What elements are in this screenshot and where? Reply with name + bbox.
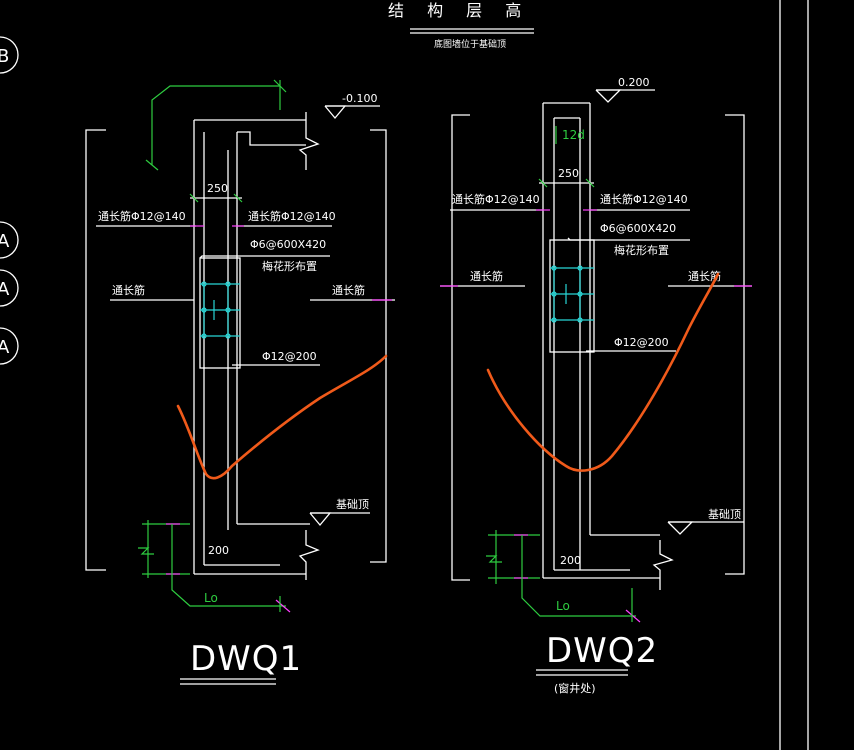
header-title: 结 构 层 高 [388, 1, 530, 20]
dwq1-through-right: 通长筋 [332, 283, 365, 297]
dwq2-foundation-top: 基础顶 [708, 508, 741, 521]
axis-bubble-a-1: A [0, 231, 10, 252]
dwq2-bar-left: 通长筋Φ12@140 [452, 192, 540, 206]
axis-bubbles: B A A A [0, 36, 19, 365]
dwq1-section: -0.100 基础顶 250 通长筋Φ12@140 通长筋Φ12@140 Φ6@… [85, 79, 395, 685]
dwq2-bar-right: 通长筋Φ12@140 [600, 192, 688, 206]
dwq1-through-left: 通长筋 [112, 283, 145, 297]
dwq2-tie: Φ6@600X420 [600, 222, 676, 235]
dwq2-width-top: 250 [558, 167, 579, 180]
sheet-border [779, 0, 809, 750]
dwq2-anchor-dim: Lo [486, 530, 641, 623]
dwq1-tie-layout: 梅花形布置 [262, 259, 317, 273]
dwq2-section: 0.200 12d 250 通长筋Φ12@140 通长筋Φ12@140 Φ6@6… [440, 76, 752, 695]
dwq1-tie-grid [200, 281, 240, 339]
axis-bubble-a-2: A [0, 279, 10, 300]
drawing-header: 结 构 层 高 底图墙位于基础顶 [388, 1, 534, 50]
dwq1-width-bottom: 200 [208, 544, 229, 557]
dwq1-crack-curve [176, 354, 388, 480]
dwq1-vertical-bar: Φ12@200 [262, 350, 317, 363]
axis-bubble-b: B [0, 46, 9, 67]
header-subtitle: 底图墙位于基础顶 [434, 38, 506, 50]
dwq2-anchor-label: Lo [556, 599, 570, 613]
dwq2-through-right: 通长筋 [688, 269, 721, 283]
dwq2-width-bottom: 200 [560, 554, 581, 567]
dwq1-width-top: 250 [207, 182, 228, 195]
dwq2-name: DWQ2 [546, 631, 658, 671]
dwq2-tie-layout: 梅花形布置 [614, 243, 669, 257]
dwq2-tie-grid [550, 265, 594, 323]
dwq1-foundation-top: 基础顶 [336, 498, 369, 511]
dwq1-tie: Φ6@600X420 [250, 238, 326, 251]
dwq2-crack-curve [486, 272, 720, 472]
dwq2-anchor-12d: 12d [562, 128, 585, 142]
dwq1-anchor-dim: Lo [138, 520, 291, 613]
dwq2-note: (窗井处) [554, 681, 596, 695]
dwq2-through-left: 通长筋 [470, 269, 503, 283]
dwq1-anchor-label: Lo [204, 591, 218, 605]
axis-bubble-a-3: A [0, 337, 10, 358]
dwq2-elevation: 0.200 [618, 76, 650, 89]
dwq1-elevation: -0.100 [342, 92, 377, 105]
dwq1-bar-left: 通长筋Φ12@140 [98, 209, 186, 223]
dwq1-name: DWQ1 [190, 639, 302, 679]
dwq2-vertical-bar: Φ12@200 [614, 336, 669, 349]
dwq1-bar-right: 通长筋Φ12@140 [248, 209, 336, 223]
